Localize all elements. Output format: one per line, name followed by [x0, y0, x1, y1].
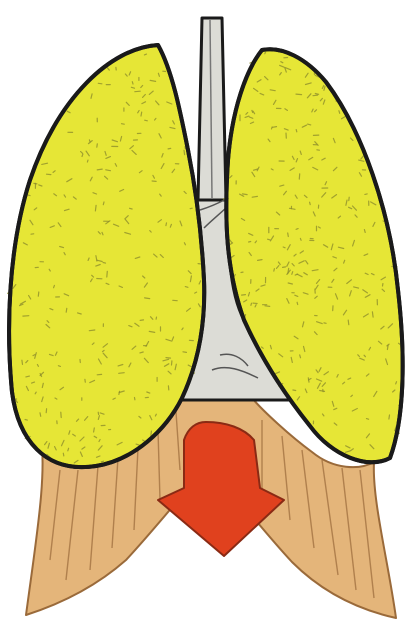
- lung-texture-mark: [103, 202, 104, 205]
- lung-texture-mark: [145, 120, 148, 121]
- lung-texture-mark: [155, 414, 156, 416]
- lung-texture-mark: [103, 263, 105, 264]
- lung-texture-mark: [107, 271, 108, 277]
- lung-texture-mark: [97, 144, 98, 147]
- lung-texture-mark: [300, 355, 301, 358]
- lung-texture-mark: [296, 94, 302, 95]
- lung-texture-mark: [300, 238, 301, 240]
- lung-texture-mark: [268, 239, 271, 240]
- lung-texture-mark: [348, 320, 349, 325]
- lung-texture-mark: [87, 160, 88, 162]
- lung-texture-mark: [258, 260, 262, 261]
- lung-texture-mark: [339, 111, 340, 114]
- lung-texture-mark: [252, 110, 253, 112]
- lung-texture-mark: [364, 230, 365, 233]
- lung-texture-mark: [140, 320, 143, 321]
- lung-texture-mark: [372, 312, 373, 317]
- lung-texture-mark: [119, 373, 125, 374]
- lung-texture-mark: [166, 358, 171, 359]
- lung-texture-mark: [97, 169, 102, 170]
- lung-texture-mark: [296, 130, 297, 132]
- lung-texture-mark: [297, 302, 298, 304]
- lung-texture-mark: [54, 285, 55, 287]
- lung-texture-mark: [89, 330, 95, 331]
- lung-texture-mark: [365, 194, 367, 195]
- lung-texture-mark: [66, 308, 67, 312]
- lung-texture-mark: [38, 292, 39, 296]
- lung-texture-mark: [168, 148, 171, 149]
- lung-texture-mark: [184, 150, 185, 155]
- lung-texture-mark: [367, 419, 369, 420]
- lung-texture-mark: [98, 83, 102, 84]
- lung-texture-mark: [183, 352, 186, 353]
- lung-texture-mark: [283, 267, 286, 268]
- lung-texture-mark: [310, 202, 311, 204]
- lung-texture-mark: [242, 295, 246, 296]
- lung-texture-mark: [292, 272, 293, 275]
- lung-texture-mark: [135, 91, 140, 92]
- lung-texture-mark: [265, 306, 270, 307]
- lung-texture-mark: [68, 448, 69, 451]
- lung-texture-mark: [251, 303, 252, 305]
- lung-texture-mark: [274, 269, 275, 271]
- lung-texture-mark: [132, 82, 133, 84]
- lung-texture-mark: [25, 420, 27, 421]
- lung-texture-mark: [288, 233, 289, 237]
- lung-texture-mark: [389, 415, 390, 419]
- lung-texture-mark: [387, 345, 388, 349]
- lung-texture-mark: [26, 376, 30, 377]
- lung-texture-mark: [283, 247, 285, 248]
- lung-texture-mark: [144, 54, 146, 55]
- lung-texture-mark: [243, 194, 248, 195]
- lung-texture-mark: [252, 196, 257, 197]
- lung-texture-mark: [249, 242, 251, 243]
- lung-texture-mark: [89, 140, 90, 142]
- lung-texture-mark: [308, 124, 311, 125]
- lung-texture-mark: [122, 124, 125, 125]
- lung-texture-mark: [82, 154, 83, 156]
- lung-texture-mark: [95, 205, 96, 211]
- lung-texture-mark: [22, 360, 23, 364]
- lung-texture-mark: [396, 382, 397, 384]
- lung-texture-mark: [58, 366, 60, 367]
- lung-texture-mark: [28, 195, 31, 196]
- lung-left: [9, 45, 204, 467]
- lung-texture-mark: [185, 287, 188, 288]
- lung-texture-mark: [101, 461, 103, 462]
- lung-texture-mark: [273, 127, 277, 128]
- lung-texture-mark: [130, 208, 133, 209]
- lung-texture-mark: [94, 428, 95, 432]
- lung-texture-mark: [296, 229, 298, 230]
- lung-texture-mark: [145, 298, 150, 299]
- lung-texture-mark: [141, 112, 142, 116]
- lung-texture-mark: [40, 413, 41, 417]
- lung-texture-mark: [63, 453, 64, 456]
- lung-texture-mark: [315, 94, 318, 95]
- lung-texture-mark: [313, 95, 318, 96]
- lung-texture-mark: [293, 390, 296, 391]
- lung-texture-mark: [166, 223, 167, 226]
